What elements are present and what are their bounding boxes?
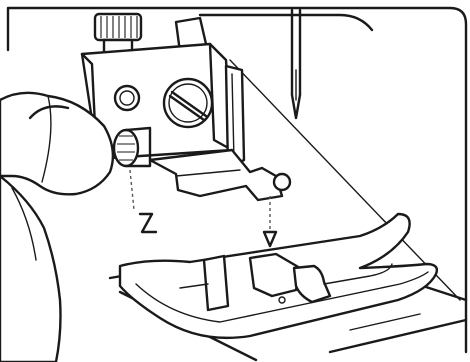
motion-indicator-left xyxy=(130,170,156,232)
hand xyxy=(0,93,113,362)
machine-body-edge xyxy=(200,15,372,30)
needle xyxy=(292,10,300,118)
presser-foot xyxy=(120,214,437,338)
thumb-screw xyxy=(95,14,141,54)
foot-shank xyxy=(150,150,290,200)
motion-indicator-down xyxy=(264,196,276,246)
